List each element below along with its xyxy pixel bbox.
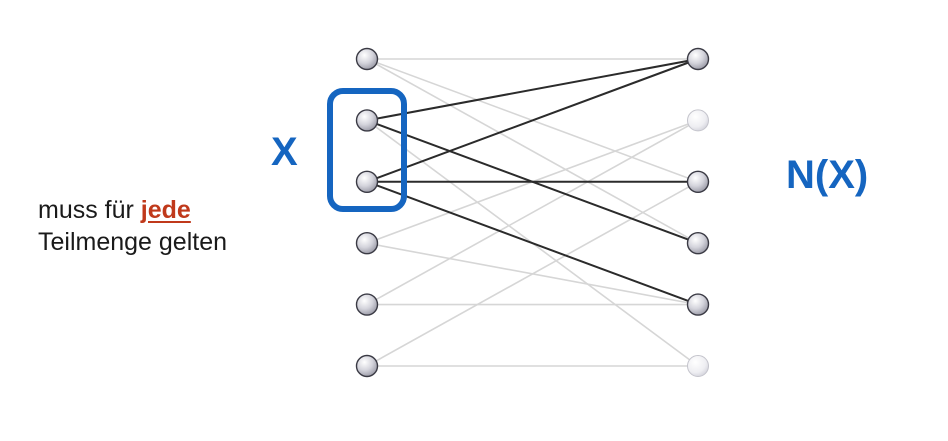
subset-highlight-box bbox=[327, 88, 407, 212]
neighborhood-label: N(X) bbox=[786, 153, 869, 197]
edge-L3-R1 bbox=[366, 58, 699, 183]
node-L4 bbox=[355, 231, 379, 255]
edge-L3-R5 bbox=[366, 180, 699, 306]
node-R2 bbox=[687, 109, 709, 132]
inactive-edges bbox=[366, 58, 699, 367]
caption-prefix: muss für bbox=[38, 196, 141, 224]
node-R1 bbox=[686, 47, 710, 71]
node-R6 bbox=[687, 355, 709, 377]
node-L1 bbox=[355, 47, 379, 71]
node-L5 bbox=[355, 293, 379, 316]
edge-L2-R1 bbox=[366, 58, 699, 122]
node-R5 bbox=[686, 293, 710, 316]
subset-label: X bbox=[271, 130, 298, 174]
edge-L1-R4 bbox=[366, 58, 699, 244]
caption-line-2: Teilmenge gelten bbox=[38, 228, 228, 256]
active-edges bbox=[366, 58, 699, 306]
node-L3 bbox=[355, 170, 379, 194]
node-R3 bbox=[686, 170, 710, 194]
edge-L5-R2 bbox=[366, 119, 699, 306]
right-node-column bbox=[686, 47, 710, 377]
left-node-column bbox=[355, 47, 379, 378]
node-R4 bbox=[686, 231, 710, 255]
caption: muss für jede Teilmenge gelten bbox=[38, 194, 227, 258]
edge-L6-R3 bbox=[366, 181, 699, 367]
caption-emphasis: jede bbox=[140, 196, 191, 224]
node-L6 bbox=[355, 354, 379, 378]
caption-line-1: muss für jede bbox=[38, 194, 227, 226]
node-L2 bbox=[355, 109, 379, 132]
